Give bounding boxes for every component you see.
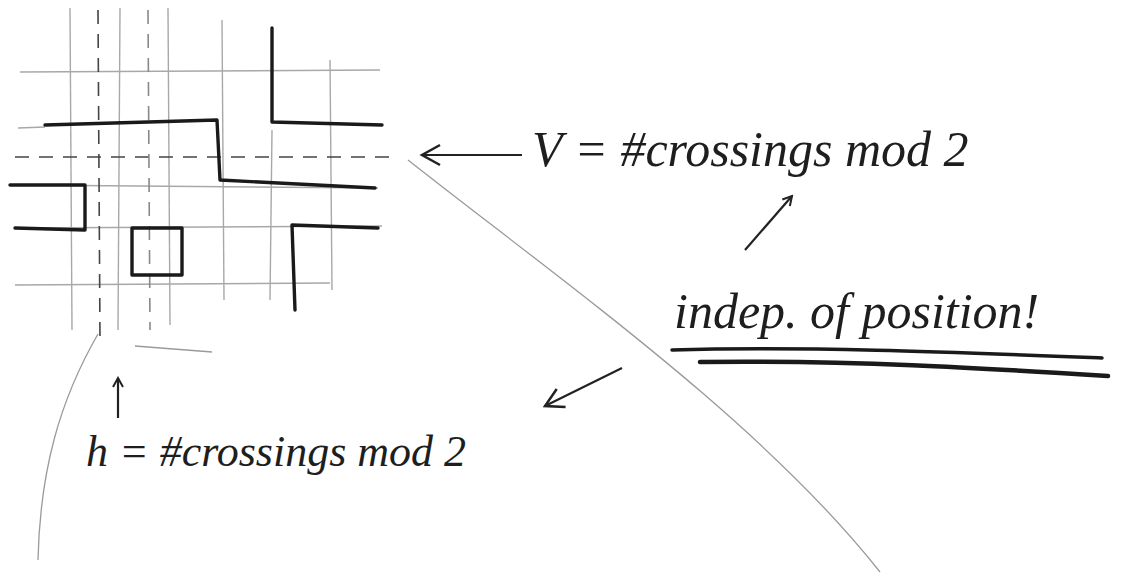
handwritten-note: V = #crossings mod 2 xyxy=(532,122,969,177)
handwritten-note: indep. of position! xyxy=(674,284,1039,339)
grid-lines xyxy=(15,8,382,330)
dual-path xyxy=(15,10,390,340)
sketch-curves xyxy=(38,160,880,572)
string-lines xyxy=(10,28,382,310)
handwritten-note: h = #crossings mod 2 xyxy=(86,428,466,476)
note-underline xyxy=(672,349,1108,376)
